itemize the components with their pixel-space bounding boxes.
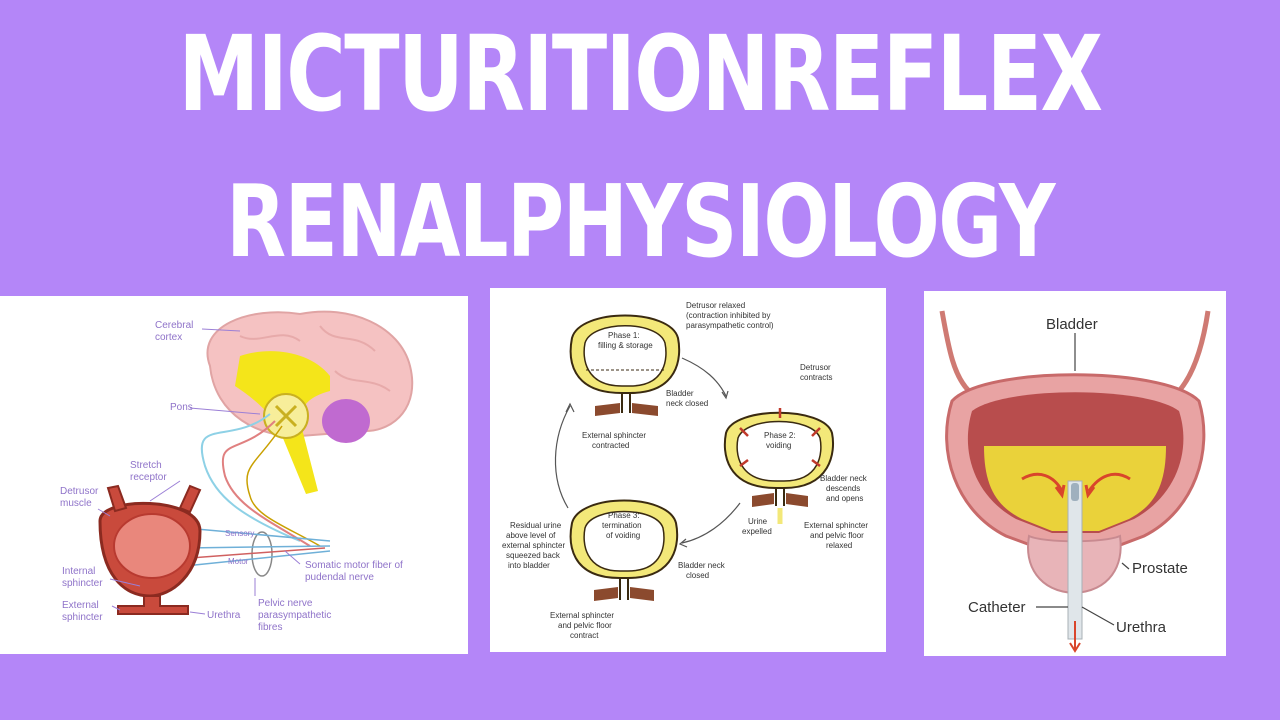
label-catheter: Catheter bbox=[968, 599, 1026, 616]
title-line-1: MICTURITIONREFLEX bbox=[178, 13, 1103, 135]
panel-catheter-anatomy: Bladder Prostate Catheter Urethra bbox=[924, 291, 1226, 656]
catheter bbox=[1067, 480, 1083, 640]
label-phase2: Phase 2:voiding bbox=[764, 431, 796, 450]
catheter-anatomy-diagram: Bladder Prostate Catheter Urethra bbox=[939, 310, 1211, 653]
label-pons: Pons bbox=[170, 402, 193, 413]
label-urethra-p3: Urethra bbox=[1116, 619, 1167, 636]
cerebellum bbox=[322, 399, 370, 443]
urethra bbox=[117, 595, 189, 615]
label-detrusor-relaxed: Detrusor relaxed(contraction inhibited b… bbox=[686, 301, 774, 330]
label-phase1: Phase 1:filling & storage bbox=[598, 331, 653, 350]
label-motor: Motor bbox=[228, 557, 249, 566]
micturition-phases-diagram: Detrusor relaxed(contraction inhibited b… bbox=[502, 301, 868, 640]
label-urethra: Urethra bbox=[207, 610, 241, 621]
title-line-2: RENALPHYSIOLOGY bbox=[226, 163, 1055, 280]
panel-micturition-phases: Detrusor relaxed(contraction inhibited b… bbox=[490, 288, 886, 652]
label-bladder: Bladder bbox=[1046, 316, 1098, 333]
label-sensory: Sensory bbox=[225, 529, 254, 538]
label-prostate: Prostate bbox=[1132, 560, 1188, 577]
